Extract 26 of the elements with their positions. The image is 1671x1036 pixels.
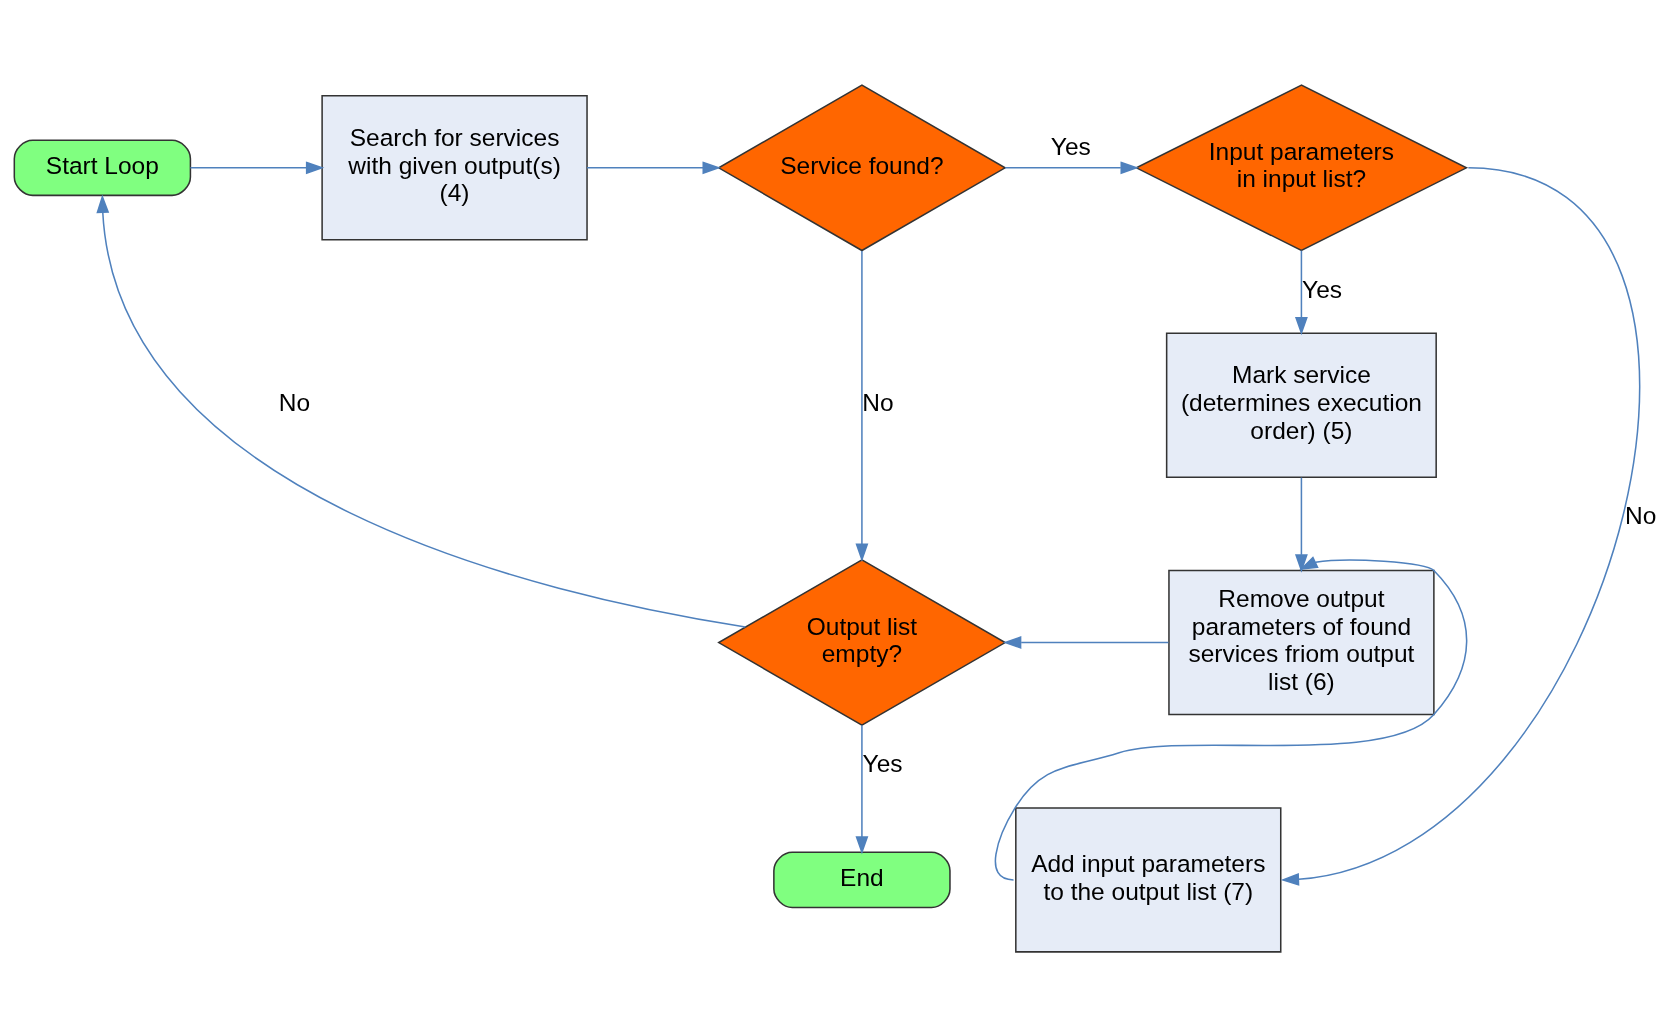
edge-label: Yes [862,749,903,777]
edge-label: No [1624,501,1657,529]
node-box: Add input parameters to the output list (7) [1015,806,1282,953]
node-diamond: Service found? [717,83,1007,251]
edge-label: No [862,388,894,416]
node-box: Remove output parameters of found services friom output list (6) [1168,569,1435,715]
edge-label: Yes [1050,132,1091,160]
node-box: Search for services with given output(s) (4) [321,94,588,241]
arrow [586,160,721,174]
node-box: Start Loop [13,139,192,196]
edge-label: Yes [1302,275,1343,303]
arrow [855,724,869,855]
edge-label: No [278,388,311,416]
arrow [1280,166,1639,886]
arrow [994,555,1468,881]
arrow [189,160,325,174]
arrow [1295,249,1308,335]
node-diamond: Output list empty? [717,558,1007,726]
arrow [1295,476,1308,573]
arrow [1004,160,1139,174]
node-box: End [773,851,951,908]
arrow [855,249,869,562]
arrow [1002,635,1170,649]
node-diamond: Input parameters in input list? [1134,83,1469,251]
node-box: Mark service (determines execution order) (5) [1165,331,1437,478]
arrow [96,194,747,628]
